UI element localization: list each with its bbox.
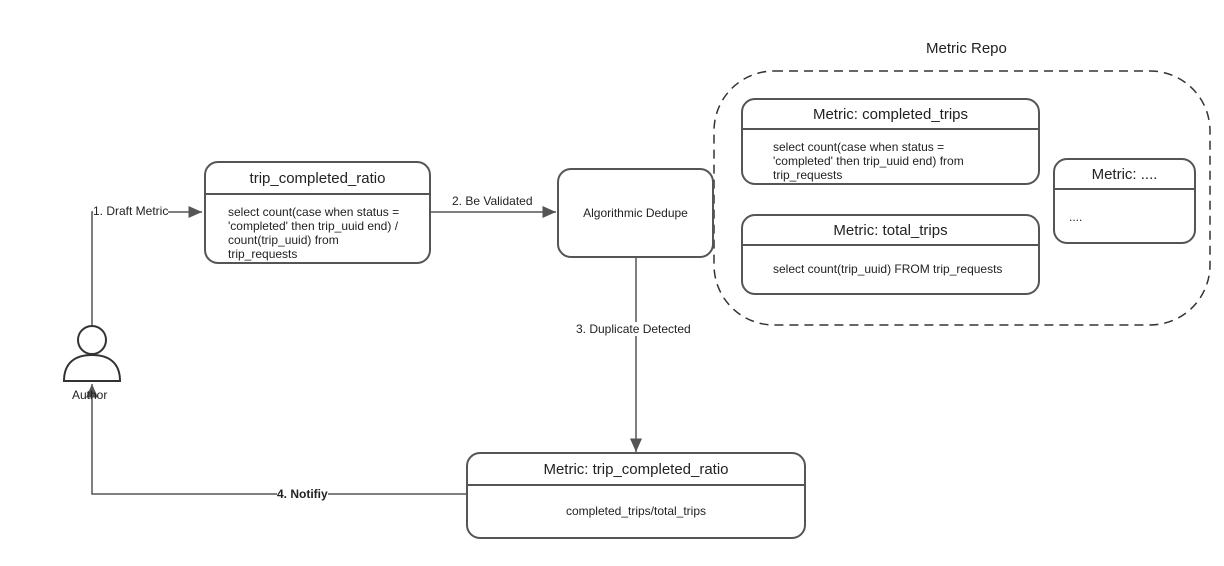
author-label: Author (72, 388, 108, 402)
metric-repo-container (713, 70, 1211, 326)
step-be-validated-label: 2. Be Validated (452, 194, 533, 208)
repo-metric-sql: select count(case when status = 'complet… (773, 140, 964, 182)
repo-metric-completed-trips[interactable]: Metric: completed_trips select count(cas… (741, 98, 1040, 185)
repo-metric-total-trips[interactable]: Metric: total_trips select count(trip_uu… (741, 214, 1040, 295)
step-draft-metric-label: 1. Draft Metric (93, 204, 169, 218)
algorithmic-dedupe-node[interactable]: Algorithmic Dedupe (557, 168, 714, 258)
result-metric-expr: completed_trips/total_trips (565, 504, 707, 518)
step-duplicate-detected-label: 3. Duplicate Detected (576, 322, 691, 336)
notify-arrow (86, 384, 466, 495)
repo-metric-sql: select count(trip_uuid) FROM trip_reques… (773, 262, 1003, 276)
repo-metric-title: Metric: completed_trips (743, 100, 1038, 130)
repo-metric-title: Metric: total_trips (743, 216, 1038, 246)
repo-metric-sql: .... (1069, 210, 1083, 224)
draft-metric-sql: select count(case when status = 'complet… (228, 205, 400, 261)
result-metric-card[interactable]: Metric: trip_completed_ratio completed_t… (466, 452, 806, 539)
algorithmic-dedupe-label: Algorithmic Dedupe (583, 206, 688, 220)
step-notify-label: 4. Notifiy (277, 487, 328, 501)
draft-metric-arrow (91, 206, 202, 325)
author-icon (62, 325, 122, 382)
repo-metric-more[interactable]: Metric: .... .... (1053, 158, 1196, 244)
result-metric-title: Metric: trip_completed_ratio (468, 454, 804, 486)
draft-metric-title: trip_completed_ratio (206, 163, 429, 195)
repo-metric-title: Metric: .... (1055, 160, 1194, 190)
draft-metric-card[interactable]: trip_completed_ratio select count(case w… (204, 161, 431, 264)
metric-repo-title: Metric Repo (926, 40, 1007, 57)
